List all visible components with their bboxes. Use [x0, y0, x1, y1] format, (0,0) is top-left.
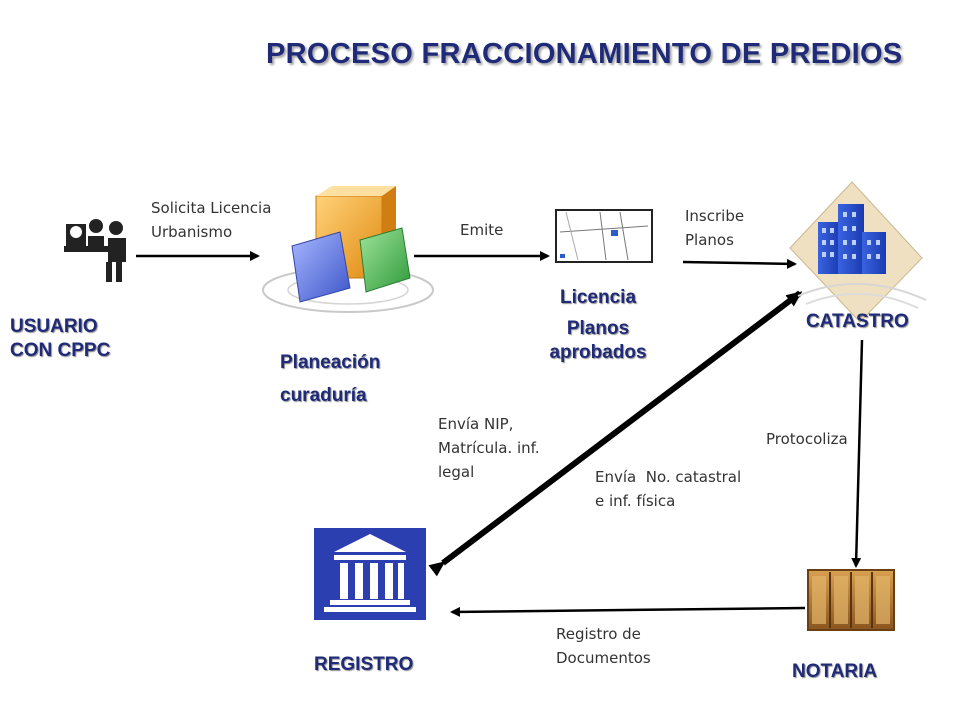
node-usuario: USUARIO CON CPPC — [10, 315, 110, 363]
node-usuario-line2: CON CPPC — [10, 339, 111, 361]
node-registro: REGISTRO — [314, 654, 414, 675]
edge-label-inscribe: Inscribe Planos — [685, 204, 744, 252]
registro-building-icon — [314, 528, 426, 620]
edge-label-envia-catastral: Envía No. catastral e inf. física — [595, 465, 741, 513]
node-licencia: Licencia Planos aprobados — [520, 286, 676, 366]
edge-label-solicita-line1: Solicita Licencia — [151, 199, 272, 217]
node-licencia-line3: aprobados — [549, 342, 647, 364]
node-planeacion: Planeación curaduría — [280, 346, 380, 413]
planeacion-icon — [262, 186, 434, 313]
node-licencia-line1: Licencia — [559, 287, 637, 308]
node-planeacion-line2: curaduría — [280, 385, 367, 407]
catastro-buildings-icon — [789, 181, 927, 323]
edge-label-emite: Emite — [460, 221, 504, 239]
notaria-files-icon — [807, 569, 895, 631]
edge-label-solicita: Solicita Licencia Urbanismo — [151, 196, 271, 244]
edge-label-envia-nip-line2: Matrícula. inf. — [438, 439, 540, 457]
edge-label-registro-docs: Registro de Documentos — [556, 622, 651, 670]
edge-label-inscribe-line2: Planos — [685, 231, 734, 249]
edge-label-envia-nip-line3: legal — [438, 463, 475, 481]
arrow-registro-docs — [450, 606, 806, 617]
edge-label-solicita-line2: Urbanismo — [151, 223, 233, 241]
arrow-inscribe — [682, 258, 797, 269]
node-usuario-line1: USUARIO — [10, 316, 98, 337]
edge-label-envia-nip: Envía NIP, Matrícula. inf. legal — [438, 412, 540, 484]
edge-label-envia-catastral-line2: e inf. física — [595, 492, 676, 510]
arrow-protocoliza — [851, 339, 864, 568]
licencia-map-icon — [555, 209, 653, 263]
edge-label-envia-catastral-line1: Envía No. catastral — [595, 468, 742, 486]
edge-label-registro-docs-line2: Documentos — [556, 649, 651, 667]
arrow-catastro-registro — [428, 290, 803, 577]
node-planeacion-line1: Planeación — [280, 352, 381, 373]
node-notaria: NOTARIA — [792, 661, 878, 682]
edge-label-registro-docs-line1: Registro de — [556, 625, 641, 643]
node-catastro: CATASTRO — [806, 311, 909, 332]
edge-label-envia-nip-line1: Envía NIP, — [438, 415, 514, 433]
page-title: PROCESO FRACCIONAMIENTO DE PREDIOS — [266, 38, 903, 70]
usuario-icon — [64, 219, 126, 282]
edge-label-inscribe-line1: Inscribe — [685, 207, 745, 225]
node-licencia-line2: Planos — [566, 317, 630, 339]
edge-label-protocoliza: Protocoliza — [766, 430, 848, 448]
